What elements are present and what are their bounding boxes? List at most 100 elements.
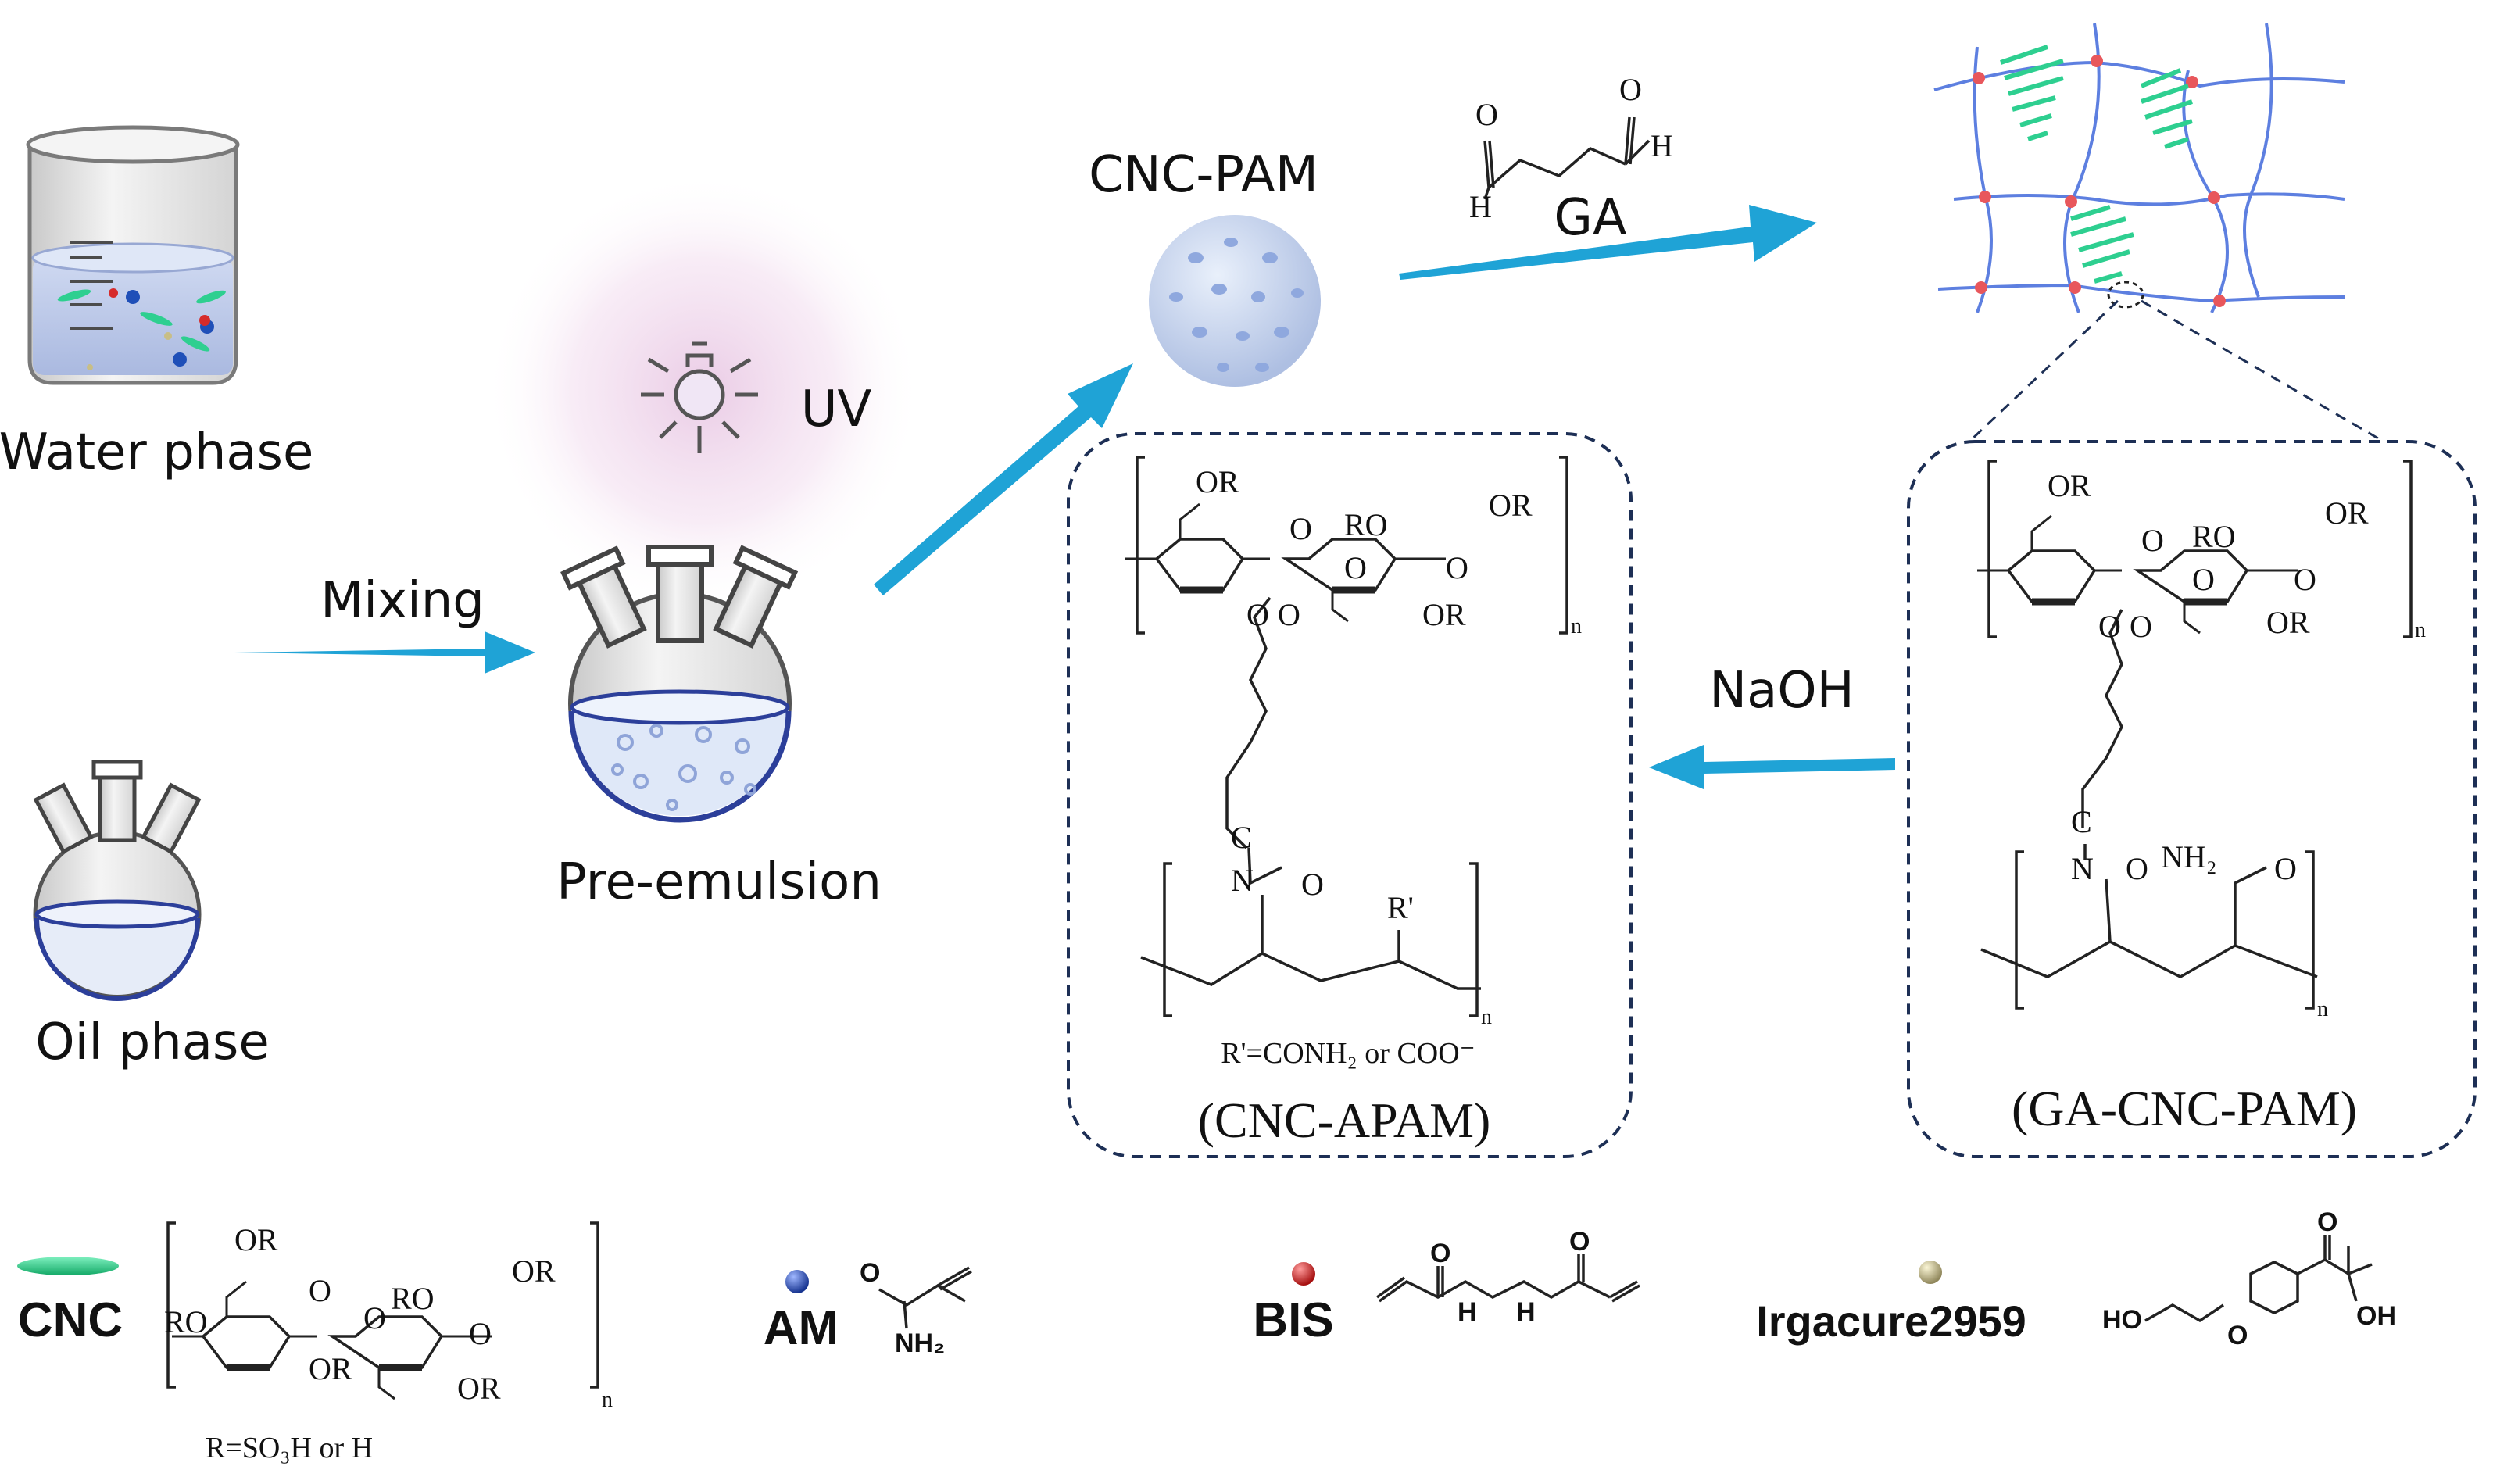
mixing-arrow <box>234 631 535 674</box>
pre-emulsion-label: Pre-emulsion <box>556 853 882 911</box>
am-sphere-icon <box>785 1270 809 1293</box>
cnc-apam-structure <box>1125 456 1568 1017</box>
svg-text:O: O <box>1430 1239 1450 1268</box>
svg-text:O: O <box>1446 550 1468 585</box>
svg-text:O: O <box>1569 1227 1590 1257</box>
svg-text:OR: OR <box>2266 605 2310 640</box>
svg-text:O: O <box>363 1300 386 1336</box>
svg-text:N: N <box>1231 863 1254 898</box>
svg-text:O: O <box>2141 523 2164 558</box>
svg-text:n: n <box>602 1388 613 1412</box>
naoh-label: NaOH <box>1709 662 1855 720</box>
svg-text:OR: OR <box>512 1253 556 1289</box>
svg-text:NH₂: NH₂ <box>895 1328 945 1358</box>
cnc-rod-icon <box>17 1257 119 1275</box>
svg-text:O: O <box>2317 1207 2337 1237</box>
svg-text:H: H <box>1458 1297 1477 1327</box>
svg-text:R': R' <box>1387 890 1414 925</box>
svg-text:O: O <box>1301 867 1324 902</box>
svg-text:C: C <box>2071 804 2092 839</box>
svg-text:O: O <box>1289 511 1312 546</box>
svg-text:O: O <box>1475 97 1498 132</box>
svg-text:OR: OR <box>1196 464 1239 499</box>
uv-lamp-icon <box>641 341 758 453</box>
am-atoms: O NH₂ <box>860 1258 945 1358</box>
svg-text:O: O <box>309 1273 331 1308</box>
pre-emulsion-flask <box>560 545 799 823</box>
legend: CNC OR RO RO OR O O O OR OR n R=SO₃H or … <box>17 1207 2396 1464</box>
svg-text:O: O <box>2126 851 2148 886</box>
oil-phase-flask <box>33 760 202 1001</box>
svg-text:n: n <box>2317 997 2328 1021</box>
zoom-connector-lines <box>1968 299 2384 443</box>
svg-text:O: O <box>2192 562 2215 597</box>
svg-text:O: O <box>2098 609 2121 644</box>
svg-text:RO: RO <box>391 1281 435 1316</box>
svg-text:OR: OR <box>2048 468 2091 503</box>
ga-label: GA <box>1554 189 1627 247</box>
cnc-pam-label: CNC-PAM <box>1089 146 1318 204</box>
svg-text:O: O <box>2294 562 2316 597</box>
water-phase-label: Water phase <box>0 424 313 481</box>
svg-text:n: n <box>1571 614 1582 638</box>
legend-bis-label: BIS <box>1253 1293 1333 1347</box>
irgacure-sphere-icon <box>1919 1261 1942 1284</box>
svg-text:H: H <box>1516 1297 1536 1327</box>
svg-text:O: O <box>1278 597 1300 632</box>
r-prime-definition: R'=CONH₂ or COO⁻ <box>1221 1037 1475 1070</box>
svg-text:NH₂: NH₂ <box>2161 839 2217 874</box>
to-cnc-pam-arrow <box>874 363 1133 595</box>
water-phase-beaker <box>26 125 240 385</box>
cnc-apam-atoms: OR RO OR O O O OR O O n C N O R' n <box>1196 464 1582 1029</box>
glutaraldehyde-atoms: O H O H <box>1469 72 1673 224</box>
naoh-arrow <box>1649 745 1895 789</box>
svg-text:O: O <box>2274 851 2297 886</box>
svg-text:OR: OR <box>234 1222 278 1257</box>
svg-text:OR: OR <box>2325 495 2369 531</box>
cnc-pam-microsphere-icon <box>1149 215 1321 387</box>
svg-text:H: H <box>1651 128 1673 163</box>
svg-text:OR: OR <box>1489 488 1533 523</box>
svg-text:O: O <box>1344 550 1367 585</box>
svg-text:C: C <box>1231 820 1252 855</box>
cnc-legend-brackets <box>166 1221 599 1389</box>
irgacure-atoms: HO O O OH <box>2102 1207 2396 1350</box>
ga-cnc-pam-structure <box>1977 460 2413 1010</box>
ga-cnc-pam-label: (GA-CNC-PAM) <box>2012 1081 2357 1136</box>
ga-crosslink-arrow <box>1399 205 1817 280</box>
svg-text:OR: OR <box>1422 597 1466 632</box>
svg-text:O: O <box>1246 597 1269 632</box>
svg-text:OR: OR <box>457 1371 501 1406</box>
svg-text:RO: RO <box>1344 507 1388 542</box>
mixing-label: Mixing <box>320 572 485 630</box>
svg-text:O: O <box>1619 72 1642 107</box>
svg-text:N: N <box>2071 851 2094 886</box>
crosslinked-network-icon <box>1933 23 2345 313</box>
bis-structure <box>1375 1254 1640 1303</box>
svg-text:O: O <box>469 1316 492 1351</box>
cnc-apam-box <box>1067 432 1633 1158</box>
svg-text:HO: HO <box>2102 1305 2142 1335</box>
glutaraldehyde-structure <box>1483 116 1651 200</box>
oil-phase-label: Oil phase <box>35 1014 269 1071</box>
graduation-marks-icon <box>70 241 113 330</box>
cnc-legend-atoms: OR RO RO OR O O O OR OR n <box>164 1222 613 1412</box>
ga-cnc-pam-box <box>1907 440 2477 1158</box>
svg-text:O: O <box>2227 1321 2248 1350</box>
svg-text:OH: OH <box>2356 1301 2396 1331</box>
svg-text:n: n <box>2415 618 2426 642</box>
bis-sphere-icon <box>1292 1262 1315 1286</box>
svg-text:O: O <box>860 1258 880 1288</box>
legend-am-label: AM <box>764 1301 839 1355</box>
uv-label: UV <box>801 381 872 438</box>
svg-text:RO: RO <box>164 1304 208 1339</box>
cnc-apam-label: (CNC-APAM) <box>1198 1092 1491 1148</box>
svg-text:OR: OR <box>309 1351 352 1386</box>
svg-text:O: O <box>2130 609 2152 644</box>
svg-text:RO: RO <box>2192 519 2236 554</box>
legend-cnc-label: CNC <box>18 1293 123 1347</box>
svg-text:n: n <box>1481 1005 1492 1029</box>
r-definition: R=SO₃H or H <box>206 1432 373 1464</box>
legend-irgacure-label: Irgacure2959 <box>1756 1296 2026 1346</box>
